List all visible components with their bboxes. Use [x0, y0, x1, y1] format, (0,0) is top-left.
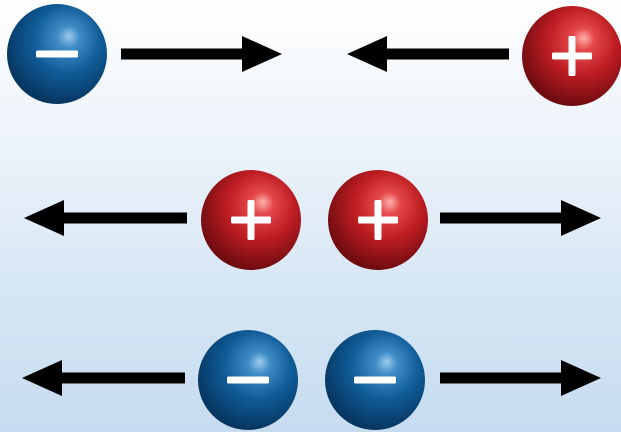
- arrow-left-icon: [22, 360, 185, 396]
- row-negative-charges: [22, 330, 601, 430]
- positive-charge-sphere: [201, 170, 301, 270]
- positive-charge-sphere: [522, 6, 621, 106]
- arrow-right-icon: [440, 360, 601, 396]
- row-positive-charges: [24, 170, 601, 270]
- negative-charge-sphere: [198, 330, 298, 430]
- minus-sign-icon: [227, 376, 269, 384]
- arrow-left-icon: [347, 36, 509, 72]
- plus-sign-icon: [231, 200, 271, 240]
- plus-sign-icon: [552, 36, 592, 76]
- arrow-left-icon: [24, 200, 187, 236]
- minus-sign-icon: [354, 376, 396, 384]
- plus-sign-icon: [358, 200, 398, 240]
- minus-sign-icon: [36, 50, 78, 58]
- arrow-right-icon: [440, 200, 601, 236]
- negative-charge-sphere: [325, 330, 425, 430]
- row-opposite-charges: [7, 4, 621, 106]
- negative-charge-sphere: [7, 4, 107, 104]
- arrow-right-icon: [121, 36, 282, 72]
- positive-charge-sphere: [328, 170, 428, 270]
